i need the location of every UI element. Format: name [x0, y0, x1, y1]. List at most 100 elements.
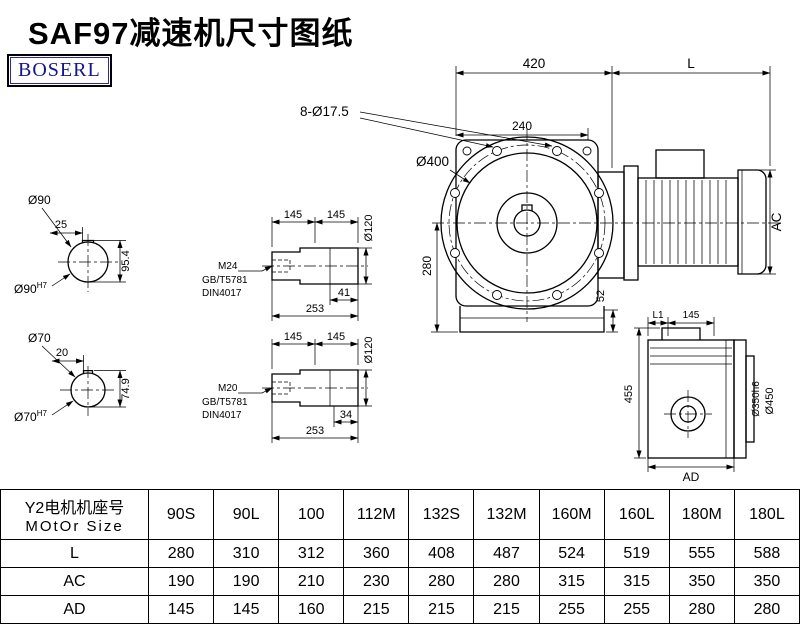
view-shaft-top: 145 145 Ø120 M24 GB/T5781 DIN4017 41 253 — [202, 209, 375, 321]
bore-label-bottom: Ø70H7 — [14, 409, 47, 424]
column-header-180m: 180M — [668, 489, 735, 540]
dim-shaft-top-thread-len: 41 — [338, 287, 350, 299]
table-cell: 487 — [473, 539, 540, 568]
dim-front-half-width: 240 — [512, 119, 532, 133]
dim-shaft-top-len-a: 145 — [284, 209, 302, 221]
table-cell: 145 — [147, 595, 215, 624]
shaft-top-std-din: DIN4017 — [202, 288, 242, 299]
table-row-l: L 280 310 312 360 408 487 524 519 555 58… — [0, 539, 800, 568]
header-cn-label: Y2电机机座号 — [24, 500, 125, 517]
column-header-132m: 132M — [473, 489, 540, 540]
table-cell: 310 — [213, 539, 280, 568]
table-cell: 588 — [733, 539, 800, 568]
dim-height-below-axis: 280 — [420, 256, 434, 276]
row-label-ad: AD — [0, 595, 149, 624]
dimension-table: Y2电机机座号 MOtOr Size 90S 90L 100 112M 132S… — [0, 489, 800, 624]
table-cell: 350 — [733, 567, 800, 596]
dim-side-ad: AD — [683, 470, 700, 484]
shaft-top-std-gb: GB/T5781 — [202, 275, 248, 286]
view-bore-top: 25 Ø90 95.4 Ø90H7 — [14, 193, 132, 296]
dim-key-height-bottom: 74.9 — [120, 378, 132, 399]
column-header-160m: 160M — [538, 489, 605, 540]
bolt-holes-callout: 8-Ø17.5 — [300, 104, 349, 119]
dim-motor-length: L — [687, 56, 695, 71]
table-cell: 315 — [603, 567, 670, 596]
bore-value-bottom: Ø70 — [14, 410, 37, 424]
shaft-bottom-std-gb: GB/T5781 — [202, 397, 248, 408]
bore-value-top: Ø90 — [14, 282, 37, 296]
view-bore-bottom: 20 Ø70 74.9 Ø70H7 — [14, 331, 132, 424]
table-cell: 160 — [278, 595, 345, 624]
motor-size-header: Y2电机机座号 MOtOr Size — [0, 489, 149, 540]
column-header-112m: 112M — [343, 489, 410, 540]
header-en-label: MOtOr Size — [25, 518, 124, 535]
table-header-row: Y2电机机座号 MOtOr Size 90S 90L 100 112M 132S… — [0, 489, 800, 540]
motor — [597, 149, 767, 281]
table-row-ad: AD 145 145 160 215 215 215 255 255 280 2… — [0, 595, 800, 624]
bore-label-top: Ø90H7 — [14, 281, 47, 296]
table-cell: 519 — [603, 539, 670, 568]
shaft-bottom-std-din: DIN4017 — [202, 410, 242, 421]
dim-side-height: 455 — [623, 385, 635, 403]
table-cell: 280 — [147, 539, 215, 568]
dim-shaft-top-len-b: 145 — [327, 209, 345, 221]
table-cell: 312 — [278, 539, 345, 568]
dim-shaft-bottom-len-a: 145 — [284, 331, 302, 343]
column-header-180l: 180L — [733, 489, 800, 540]
table-cell: 350 — [668, 567, 735, 596]
view-front: 420 L 240 8-Ø17.5 Ø400 280 52 AC — [300, 56, 784, 333]
column-header-132s: 132S — [408, 489, 475, 540]
table-cell: 215 — [473, 595, 540, 624]
table-cell: 524 — [538, 539, 605, 568]
dim-side-l1: L1 — [652, 310, 664, 321]
table-cell: 408 — [408, 539, 475, 568]
dia-label-top: Ø90 — [28, 193, 51, 207]
dim-side-145: 145 — [683, 310, 700, 321]
dim-front-width: 420 — [523, 56, 546, 71]
column-header-90s: 90S — [147, 489, 215, 540]
table-row-ac: AC 190 190 210 230 280 280 315 315 350 3… — [0, 567, 800, 596]
dim-key-height-top: 95.4 — [120, 250, 132, 271]
table-cell: 280 — [733, 595, 800, 624]
table-cell: 190 — [147, 567, 215, 596]
dim-motor-dia: AC — [769, 212, 784, 231]
dim-shaft-top-total: 253 — [306, 303, 324, 315]
shaft-top-thread-spec: M24 — [218, 261, 238, 272]
output-flange-dia-label: Ø450 — [764, 388, 776, 415]
view-shaft-bottom: 145 145 Ø120 M20 GB/T5781 DIN4017 34 253 — [202, 331, 375, 443]
dim-key-width-bottom: 20 — [56, 347, 68, 359]
column-header-90l: 90L — [213, 489, 280, 540]
flange-bolt-holes — [450, 146, 604, 300]
table-cell: 210 — [278, 567, 345, 596]
table-cell: 555 — [668, 539, 735, 568]
dim-shaft-top-dia: Ø120 — [363, 215, 375, 242]
table-cell: 280 — [668, 595, 735, 624]
row-label-ac: AC — [0, 567, 149, 596]
dim-shaft-bottom-dia: Ø120 — [363, 337, 375, 364]
motor-fins — [645, 180, 727, 264]
spigot-dia-label: Ø350h6 — [751, 381, 762, 417]
flange-dia-callout: Ø400 — [416, 154, 449, 169]
dim-shaft-bottom-total: 253 — [306, 425, 324, 437]
dim-key-width-top: 25 — [55, 219, 67, 231]
bore-tolerance-bottom: H7 — [37, 409, 48, 418]
row-label-l: L — [0, 539, 149, 568]
dim-shaft-bottom-len-b: 145 — [327, 331, 345, 343]
table-cell: 255 — [538, 595, 605, 624]
table-cell: 190 — [213, 567, 280, 596]
brand-logo-text: BOSERL — [10, 57, 109, 84]
table-cell: 215 — [343, 595, 410, 624]
column-header-160l: 160L — [603, 489, 670, 540]
table-cell: 145 — [213, 595, 280, 624]
page-title: SAF97减速机尺寸图纸 — [28, 16, 354, 51]
table-cell: 215 — [408, 595, 475, 624]
table-cell: 230 — [343, 567, 410, 596]
dim-foot-height: 52 — [595, 290, 607, 302]
shaft-bottom-thread-spec: M20 — [218, 383, 238, 394]
dim-shaft-bottom-thread-len: 34 — [340, 409, 352, 421]
brand-logo: BOSERL — [7, 54, 112, 87]
table-cell: 255 — [603, 595, 670, 624]
technical-drawing: 25 Ø90 95.4 Ø90H7 20 Ø70 74.9 Ø70H7 — [14, 56, 784, 484]
column-header-100: 100 — [278, 489, 345, 540]
